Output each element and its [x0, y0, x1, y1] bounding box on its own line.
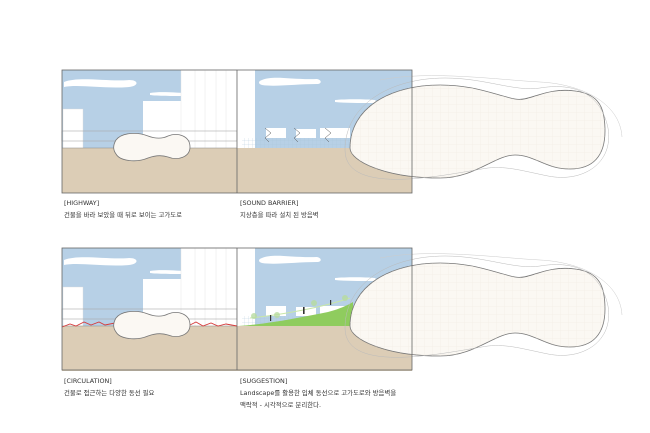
caption-sound-barrier: [SOUND BARRIER] 지상층을 따라 설치 된 방음벽	[240, 197, 319, 221]
caption-desc: 지상층을 따라 설치 된 방음벽	[240, 211, 319, 219]
caption-suggestion: [SUGGESTION] Landscape를 활용한 입체 동선으로 고가도로…	[240, 375, 396, 411]
caption-circulation: [CIRCULATION] 건물로 접근하는 다양한 동선 필요	[64, 375, 154, 399]
people	[270, 300, 332, 321]
panel-circulation-suggestion	[61, 247, 623, 372]
landscape-slope	[238, 302, 353, 326]
caption-desc-2: 맥락적 - 시각적으로 분리한다.	[240, 401, 321, 409]
trees	[251, 295, 348, 319]
caption-highway: [HIGHWAY] 건물을 바라 보았을 때 뒤로 보이는 고가도로	[64, 197, 182, 221]
caption-desc: 건물을 바라 보았을 때 뒤로 보이는 고가도로	[64, 211, 183, 219]
caption-desc: 건물로 접근하는 다양한 동선 필요	[64, 389, 155, 397]
caption-title: [SOUND BARRIER]	[240, 199, 299, 207]
caption-title: [CIRCULATION]	[64, 377, 112, 385]
caption-desc: Landscape를 활용한 입체 동선으로 고가도로와 방음벽을	[240, 389, 397, 397]
circulation-path	[61, 321, 238, 328]
caption-title: [HIGHWAY]	[64, 199, 100, 207]
caption-title: [SUGGESTION]	[240, 377, 288, 385]
sound-barrier-markers	[264, 127, 332, 143]
panel-highway-sound-barrier	[61, 69, 623, 194]
